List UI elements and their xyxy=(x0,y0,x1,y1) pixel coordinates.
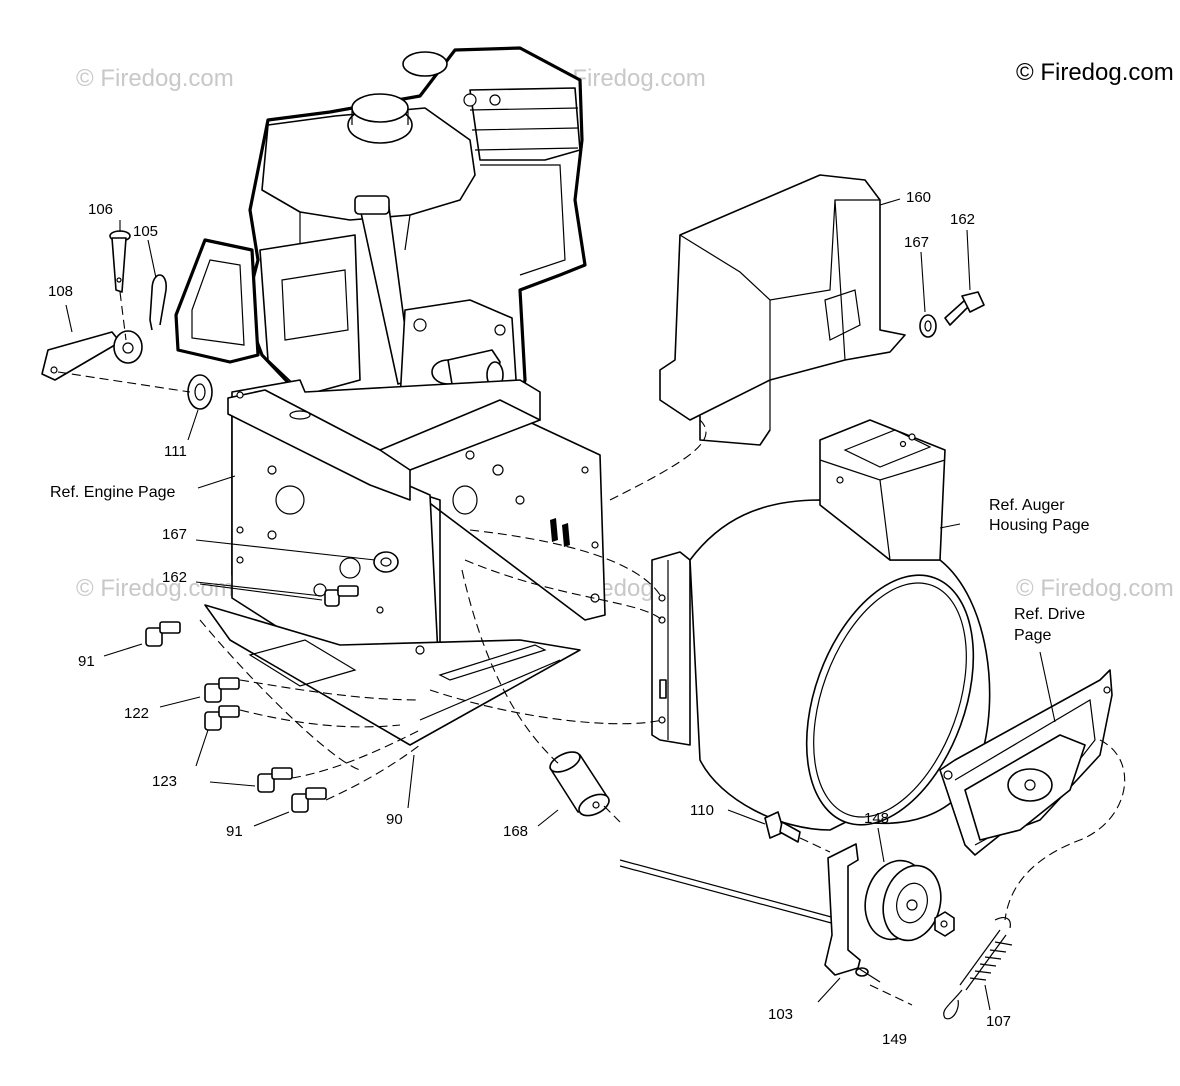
part-108-bracket xyxy=(41,330,143,381)
callout-105: 105 xyxy=(133,223,158,240)
part-91-bolt-upper xyxy=(145,621,181,647)
reference-labels: Ref. Engine Page Ref. Auger Housing Page… xyxy=(50,484,1090,644)
callout-91-upper: 91 xyxy=(78,653,95,670)
part-91-bolt-lower-a xyxy=(257,767,293,793)
leader-lines xyxy=(65,198,1056,1011)
part-106-clevis-pin xyxy=(109,230,131,293)
callout-103: 103 xyxy=(768,1006,793,1023)
callout-108: 108 xyxy=(48,283,73,300)
frame-assembly xyxy=(204,379,606,746)
ref-engine-page: Ref. Engine Page xyxy=(50,484,176,501)
watermark-mid-right: © Firedog.com xyxy=(1016,575,1174,602)
callout-111: 111 xyxy=(164,443,187,460)
callout-167-top: 167 xyxy=(904,234,929,251)
chute-cover-160 xyxy=(659,174,906,446)
callout-123: 123 xyxy=(152,773,177,790)
part-148-pulley xyxy=(864,859,942,942)
assembly-lines xyxy=(57,291,1126,1006)
ref-drive-line2: Page xyxy=(1014,627,1051,644)
callout-167-left: 167 xyxy=(162,526,187,543)
part-111-washer xyxy=(187,374,213,410)
callout-107: 107 xyxy=(986,1013,1011,1030)
callout-106: 106 xyxy=(88,201,113,218)
engine xyxy=(174,46,587,472)
part-110-bolt xyxy=(764,811,801,843)
part-122-bolt xyxy=(204,677,240,703)
part-149-nut xyxy=(934,911,955,937)
watermark-mid-left: © Firedog.com xyxy=(76,575,234,602)
callout-149: 149 xyxy=(882,1031,907,1048)
part-162-bolt-left xyxy=(324,585,359,607)
callout-148: 148 xyxy=(864,810,889,827)
part-105-hairpin xyxy=(149,274,167,331)
callout-162-left: 162 xyxy=(162,569,187,586)
ref-auger-line2: Housing Page xyxy=(989,517,1090,534)
part-107-spring xyxy=(943,917,1013,1020)
part-123-bolt xyxy=(204,705,240,731)
ref-drive-line1: Ref. Drive xyxy=(1014,606,1085,623)
callout-90: 90 xyxy=(386,811,403,828)
ref-auger-line1: Ref. Auger xyxy=(989,497,1065,514)
callout-labels: 106 105 108 111 160 162 167 167 162 91 1… xyxy=(48,189,1011,1048)
drive-bracket xyxy=(939,669,1113,856)
part-167-washer-top xyxy=(919,314,937,338)
part-167-washer-left xyxy=(373,551,399,573)
part-91-bolt-lower-b xyxy=(291,787,327,813)
callout-122: 122 xyxy=(124,705,149,722)
part-168-roller xyxy=(549,751,610,817)
callout-162-top: 162 xyxy=(950,211,975,228)
watermark-top-left: © Firedog.com xyxy=(76,65,234,92)
part-162-bolt-top xyxy=(944,291,985,326)
callout-110: 110 xyxy=(690,802,714,819)
auger-housing xyxy=(651,419,991,831)
callout-160: 160 xyxy=(906,189,931,206)
callout-91-lower: 91 xyxy=(226,823,243,840)
callout-168: 168 xyxy=(503,823,528,840)
copyright-label: © Firedog.com xyxy=(1016,59,1174,86)
part-103-idler-arm xyxy=(619,843,881,983)
